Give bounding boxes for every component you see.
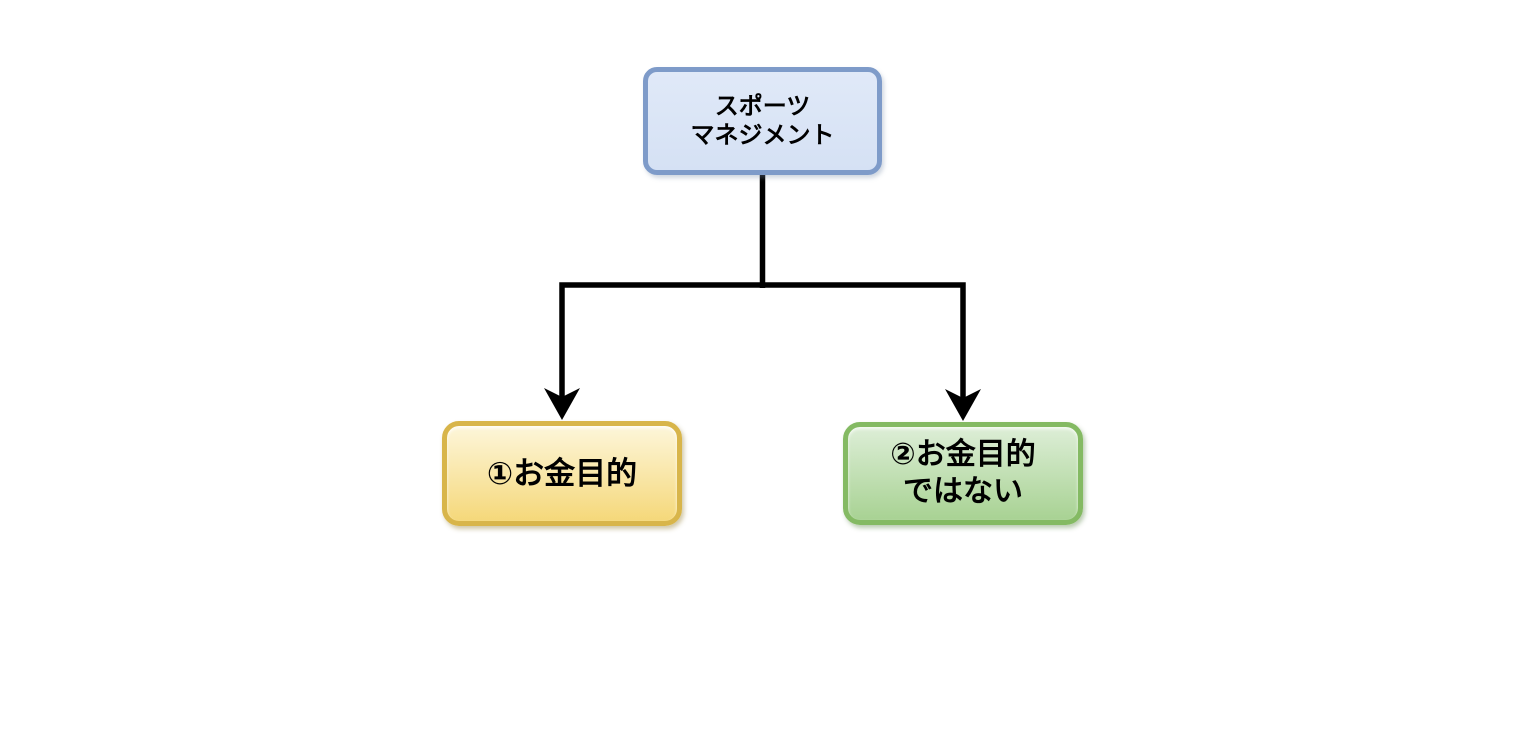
node-money-purpose[interactable]: ①お金目的	[442, 421, 682, 526]
connector-branch	[559, 282, 966, 399]
node-sports-management[interactable]: スポーツ マネジメント	[643, 67, 882, 175]
arrowhead-right	[945, 389, 981, 421]
node-label-line: ②お金目的	[890, 437, 1036, 471]
node-not-money-purpose[interactable]: ②お金目的 ではない	[843, 422, 1083, 525]
node-label-line: ①お金目的	[486, 455, 638, 491]
arrowhead-left	[544, 388, 580, 420]
node-label-line: スポーツ	[714, 92, 811, 120]
node-label-line: ではない	[903, 474, 1023, 508]
node-label-line: マネジメント	[690, 122, 835, 149]
